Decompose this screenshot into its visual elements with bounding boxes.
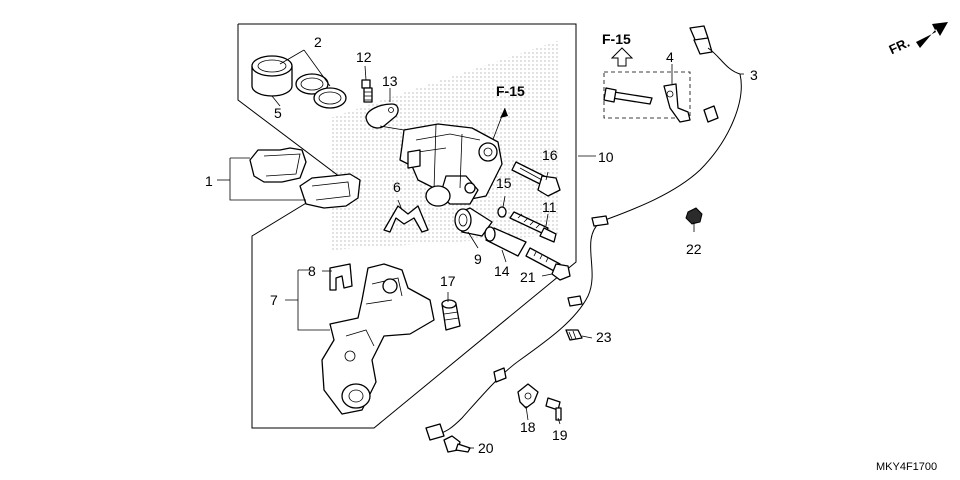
front-direction-indicator: FR. xyxy=(887,22,948,57)
callout-17: 17 xyxy=(440,273,456,289)
callout-7: 7 xyxy=(270,292,278,308)
assembly-frame xyxy=(237,23,577,429)
wheel-speed-sensor-harness xyxy=(425,25,742,441)
callout-22: 22 xyxy=(686,241,702,257)
front-direction-label: FR. xyxy=(887,35,912,57)
callout-12: 12 xyxy=(356,49,372,65)
callout-1: 1 xyxy=(205,173,213,189)
callout-18: 18 xyxy=(520,419,536,435)
pad-retainer xyxy=(329,263,353,291)
callout-20: 20 xyxy=(478,440,494,456)
piston-seals xyxy=(295,73,347,109)
callout-4: 4 xyxy=(666,49,674,65)
washer xyxy=(497,206,507,218)
caliper-bracket xyxy=(321,263,435,415)
callout-14: 14 xyxy=(494,263,510,279)
drawing-code: MKY4F1700 xyxy=(876,461,937,473)
brake-pads xyxy=(249,147,361,209)
callout-labels: 1 2 3 4 5 6 7 8 9 10 11 12 13 14 15 16 1… xyxy=(205,34,758,456)
bracket-bushing xyxy=(441,299,461,331)
callout-8: 8 xyxy=(308,263,316,279)
section-ref-arrowhead-icon xyxy=(500,108,508,118)
callout-13: 13 xyxy=(382,73,398,89)
caliper-body xyxy=(399,123,503,207)
bolt-3-group-frame xyxy=(603,71,691,119)
callout-2: 2 xyxy=(314,34,322,50)
callout-15: 15 xyxy=(496,175,512,191)
sensor-bolt xyxy=(443,435,471,453)
wire-clip-small xyxy=(565,329,583,341)
callout-6: 6 xyxy=(393,179,401,195)
piston xyxy=(251,55,293,97)
bracket-bolt xyxy=(525,247,571,281)
callout-3: 3 xyxy=(750,67,758,83)
section-ref-caliper-label: F-15 xyxy=(496,83,525,99)
callout-5: 5 xyxy=(274,105,282,121)
section-ref-top-label: F-15 xyxy=(602,31,631,47)
front-arrow-icon xyxy=(916,22,948,48)
slide-pin xyxy=(509,211,557,243)
callout-16: 16 xyxy=(542,147,558,163)
caliper-bolt xyxy=(511,161,561,197)
flange-nut xyxy=(685,207,703,225)
pad-spring xyxy=(383,205,429,233)
callout-23: 23 xyxy=(596,329,612,345)
leader-lines xyxy=(217,49,744,449)
clamp-screw xyxy=(545,397,562,421)
section-ref-top: F-15 xyxy=(602,31,634,67)
callout-21: 21 xyxy=(520,269,536,285)
callout-19: 19 xyxy=(552,427,568,443)
sensor-stay xyxy=(603,83,691,123)
bleed-valve xyxy=(361,79,373,103)
wire-clamp xyxy=(517,383,539,409)
callout-9: 9 xyxy=(474,251,482,267)
bleed-cap xyxy=(365,103,399,129)
callout-11: 11 xyxy=(542,199,557,215)
callout-10: 10 xyxy=(598,149,614,165)
up-arrow-icon xyxy=(610,47,634,67)
